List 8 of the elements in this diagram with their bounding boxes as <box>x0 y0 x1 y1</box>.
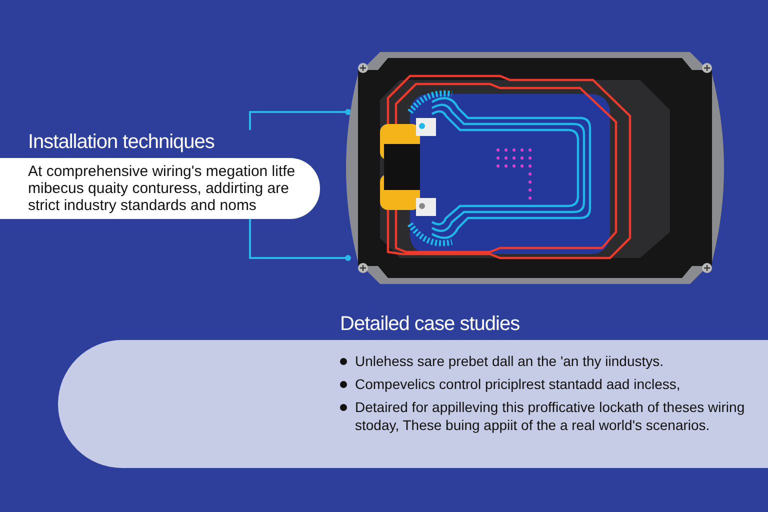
section-heading: Installation techniques <box>28 130 214 154</box>
bullet-text: Compevelics control priciplrest stantadd aad incless, <box>355 375 680 393</box>
section-heading: Detailed case studies <box>340 312 520 336</box>
body-text: At comprehensive wiring's megation litfe mibecus quaity conturess, addirting are strict industry standards and noms <box>28 163 296 214</box>
bullet-text: Unlehess sare prebet dall an the 'an thy iindustys. <box>355 352 664 370</box>
bullet-text: Detaired for appilleving this profficative lockath of theses wiring stoday, These buing appiit of the a real world's scenarios. <box>355 398 746 434</box>
leader-line <box>249 109 351 130</box>
leader-line <box>249 219 351 261</box>
